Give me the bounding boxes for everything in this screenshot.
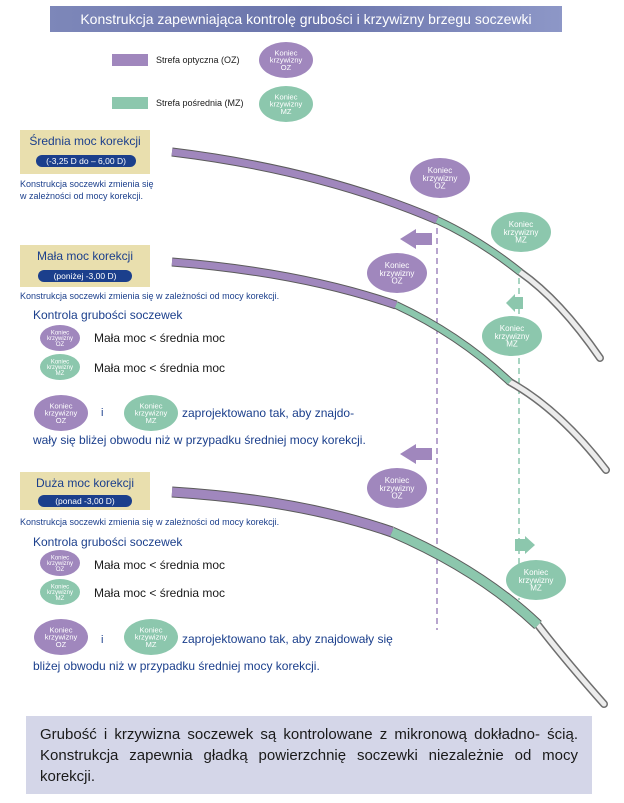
high-thickness-heading: Kontrola grubości soczewek <box>33 535 183 549</box>
medium-power-note-line1: Konstrukcja soczewki zmienia się <box>20 179 154 189</box>
low-thickness-heading: Kontrola grubości soczewek <box>33 308 183 322</box>
medium-power-range: (-3,25 D do – 6,00 D) <box>36 155 136 167</box>
medium-lens-oz <box>171 147 439 225</box>
legend-oz-label: Strefa optyczna (OZ) <box>156 55 240 65</box>
high-mz-comparison: Mała moc < średnia moc <box>94 586 226 600</box>
diagram-title: Konstrukcja zapewniająca kontrolę gruboś… <box>50 6 562 32</box>
low-power-note: Konstrukcja soczewki zmienia się w zależ… <box>20 291 280 301</box>
high-para-line1: zaprojektowano tak, aby znajdowały się <box>182 632 393 646</box>
low-para-line2: wały się bliżej obwodu niż w przypadku ś… <box>33 433 366 447</box>
low-lens-oz-fill <box>171 258 398 309</box>
low-oz-comparison: Mała moc < średnia moc <box>94 331 226 345</box>
medium-lens-oz-fill <box>171 148 439 224</box>
high-power-badge: Duża moc korekcji (ponad -3,00 D) <box>20 472 150 510</box>
high-mz-right-arrow <box>515 536 535 554</box>
medium-power-note-line2: w zależności od mocy korekcji. <box>20 191 144 201</box>
medium-power-note: Konstrukcja soczewki zmienia się w zależ… <box>20 178 154 202</box>
high-power-range: (ponad -3,00 D) <box>38 495 132 507</box>
low-power-range: (poniżej -3,00 D) <box>38 270 132 282</box>
high-oz-comparison: Mała moc < średnia moc <box>94 558 226 572</box>
high-para-line2: bliżej obwodu niż w przypadku średniej m… <box>33 659 320 673</box>
low-mz-left-arrow <box>506 294 523 312</box>
summary-box: Grubość i krzywizna soczewek są kontrolo… <box>26 716 592 794</box>
low-oz-left-arrow <box>400 229 432 249</box>
legend-oz-swatch <box>112 54 148 66</box>
medium-lens-edge-fill <box>517 269 603 361</box>
high-connector: i <box>101 634 104 646</box>
medium-power-title: Średnia moc korekcji <box>29 134 141 148</box>
high-oz-left-arrow <box>400 444 432 464</box>
legend-mz-swatch <box>112 97 148 109</box>
low-mz-comparison: Mała moc < średnia moc <box>94 361 226 375</box>
low-lens-edge-fill <box>507 379 609 473</box>
medium-power-badge: Średnia moc korekcji (-3,25 D do – 6,00 … <box>20 130 150 174</box>
low-connector: i <box>101 407 104 419</box>
legend-mz-label: Strefa pośrednia (MZ) <box>156 98 244 108</box>
low-para-line1: zaprojektowano tak, aby znajdo- <box>182 406 355 420</box>
low-power-badge: Mała moc korekcji (poniżej -3,00 D) <box>20 245 150 287</box>
low-power-title: Mała moc korekcji <box>36 249 134 263</box>
high-lens-mz-fill <box>390 527 542 629</box>
high-lens-edge-fill <box>535 622 607 707</box>
high-power-note: Konstrukcja soczewki zmienia się w zależ… <box>20 517 280 527</box>
high-lens-oz-fill <box>171 487 394 537</box>
medium-lens-mz-fill <box>435 217 522 275</box>
high-power-title: Duża moc korekcji <box>35 476 135 490</box>
low-lens-edge <box>506 378 610 474</box>
low-lens-mz-fill <box>394 302 513 385</box>
